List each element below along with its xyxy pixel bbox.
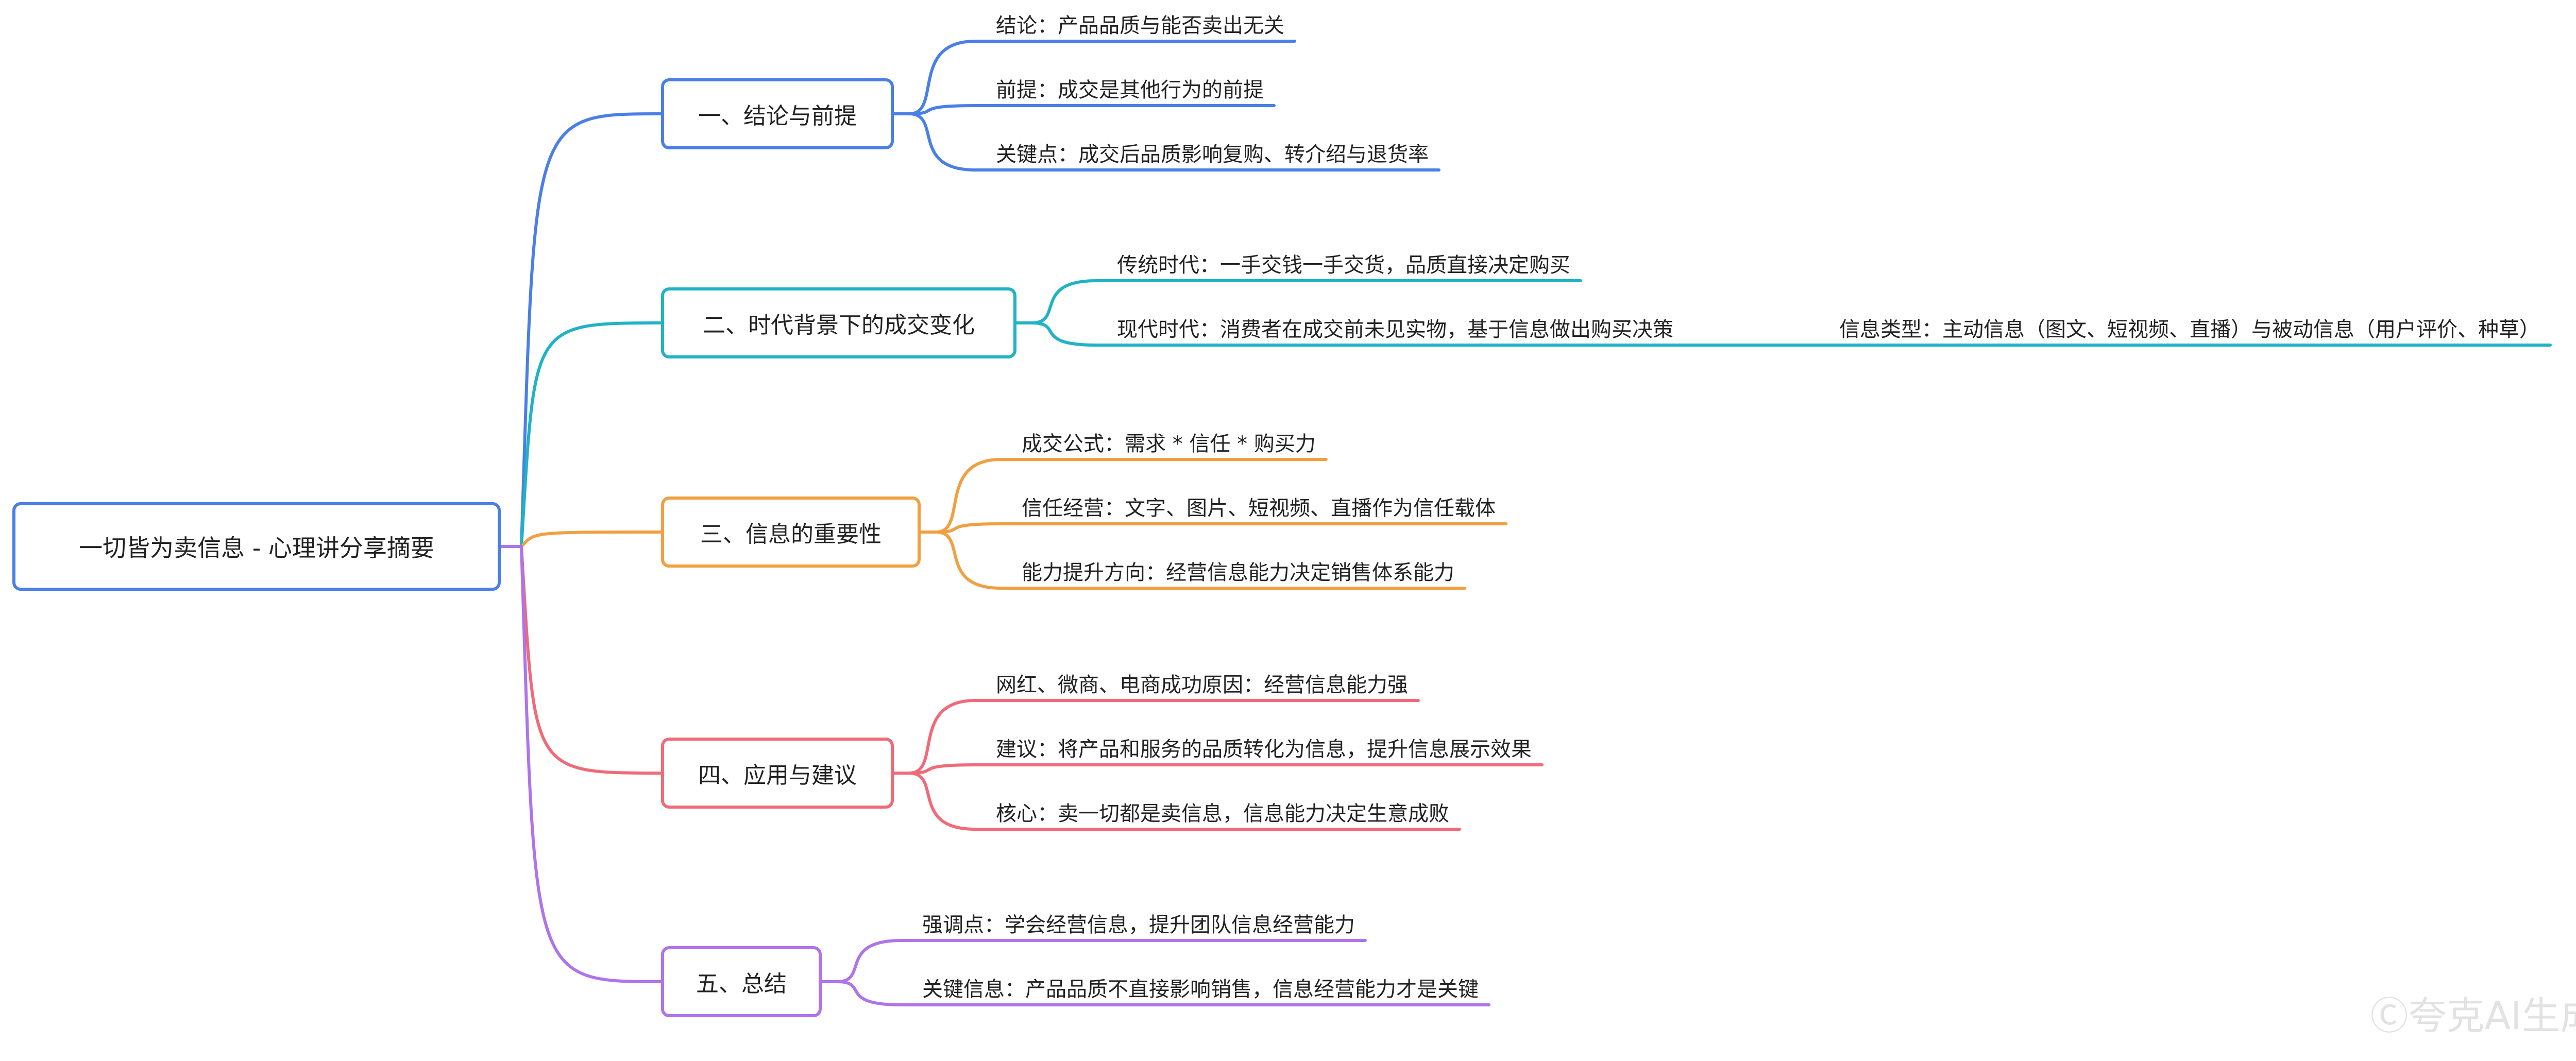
leaf-connector xyxy=(1015,279,1582,324)
branch-connector xyxy=(520,545,663,775)
branch-connector xyxy=(520,321,663,548)
leaf-text[interactable]: 传统时代：一手交钱一手交货，品质直接决定购买 xyxy=(1117,253,1570,277)
leaf-text[interactable]: 关键点：成交后品质影响复购、转介绍与退货率 xyxy=(996,143,1429,166)
leaf-text[interactable]: 信任经营：文字、图片、短视频、直播作为信任载体 xyxy=(1022,497,1496,520)
watermark: Ⓒ夸克AI生成 xyxy=(2370,994,2576,1038)
branch-node-label: 二、时代背景下的成交变化 xyxy=(703,312,975,338)
leaf-text[interactable]: 成交公式：需求 * 信任 * 购买力 xyxy=(1022,432,1316,456)
root-node[interactable]: 一切皆为卖信息 - 心理讲分享摘要 xyxy=(12,502,501,591)
branch-node-label: 三、信息的重要性 xyxy=(700,521,882,547)
leaf-connector xyxy=(892,40,1296,115)
sub-leaf-text[interactable]: 信息类型：主动信息（图文、短视频、直播）与被动信息（用户评价、种草） xyxy=(1839,318,2540,341)
leaf-text[interactable]: 现代时代：消费者在成交前未见实物，基于信息做出购买决策 xyxy=(1117,318,1673,341)
leaf-connector xyxy=(820,939,1367,983)
branch-connector xyxy=(520,530,663,548)
branch-connector xyxy=(520,112,663,548)
branch-connector xyxy=(520,545,663,983)
branch-node-label: 一、结论与前提 xyxy=(698,103,857,129)
leaf-connector xyxy=(892,772,1461,831)
branch-node-conclusion[interactable]: 一、结论与前提 xyxy=(661,78,894,149)
branch-node-era-change[interactable]: 二、时代背景下的成交变化 xyxy=(661,287,1016,358)
branch-node-label: 五、总结 xyxy=(696,971,787,997)
leaf-connector xyxy=(892,763,1544,775)
leaf-connector xyxy=(892,104,1276,115)
leaf-text[interactable]: 结论：产品品质与能否卖出无关 xyxy=(996,14,1284,38)
branch-node-importance[interactable]: 三、信息的重要性 xyxy=(661,497,921,568)
leaf-text[interactable]: 能力提升方向：经营信息能力决定销售体系能力 xyxy=(1022,561,1454,585)
leaf-text[interactable]: 前提：成交是其他行为的前提 xyxy=(996,78,1264,102)
leaf-connector xyxy=(919,522,1507,534)
leaf-connector xyxy=(892,699,1420,775)
leaf-text[interactable]: 网红、微商、电商成功原因：经营信息能力强 xyxy=(996,673,1408,697)
root-node-label: 一切皆为卖信息 - 心理讲分享摘要 xyxy=(79,534,434,562)
branch-node-application[interactable]: 四、应用与建议 xyxy=(661,738,894,809)
leaf-connector xyxy=(919,530,1466,590)
leaf-text[interactable]: 建议：将产品和服务的品质转化为信息，提升信息展示效果 xyxy=(996,738,1532,761)
leaf-text[interactable]: 强调点：学会经营信息，提升团队信息经营能力 xyxy=(922,913,1355,937)
leaf-connector xyxy=(1015,321,1685,347)
leaf-text[interactable]: 核心：卖一切都是卖信息，信息能力决定生意成败 xyxy=(996,802,1449,826)
branch-node-label: 四、应用与建议 xyxy=(698,762,857,789)
branch-node-summary[interactable]: 五、总结 xyxy=(661,946,822,1017)
leaf-text[interactable]: 关键信息：产品品质不直接影响销售，信息经营能力才是关键 xyxy=(922,978,1479,1001)
leaf-connector xyxy=(919,458,1328,534)
leaf-connector xyxy=(820,980,1490,1006)
leaf-connector xyxy=(892,112,1440,172)
